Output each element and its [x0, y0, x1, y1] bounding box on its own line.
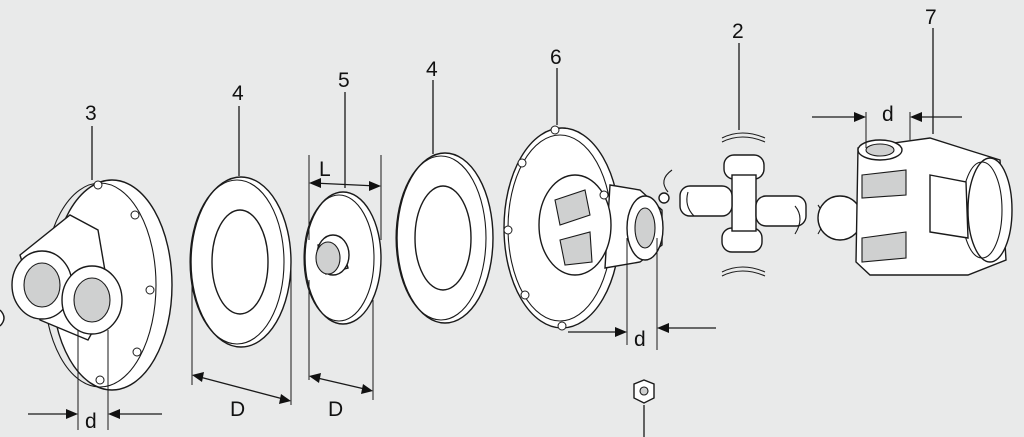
- dim-label-gasket-D: D: [230, 398, 245, 421]
- dim-label-yoke-d: d: [882, 103, 894, 126]
- yoke-d-dimension: d: [812, 103, 962, 148]
- callout-gasket-right: 4: [426, 58, 438, 81]
- dim-label-flange-d: d: [85, 410, 97, 433]
- gasket-left-part: [189, 176, 292, 348]
- callout-spacer: 5: [338, 69, 350, 92]
- spacer-part: [303, 191, 382, 325]
- dim-label-spacer-D: D: [328, 398, 343, 421]
- callout-flange: 3: [85, 102, 97, 125]
- callout-yoke: 7: [925, 6, 937, 29]
- dim-label-spacer-L: L: [319, 158, 331, 181]
- callout-cross-joint: 2: [732, 20, 744, 43]
- callout-gasket-left: 4: [232, 82, 244, 105]
- callout-housing: 6: [550, 46, 562, 69]
- flange-d-dimension: d: [28, 330, 162, 433]
- yoke-part: [855, 137, 1013, 276]
- dim-label-housing-d: d: [634, 328, 646, 351]
- spacer-D-dimension: D: [308, 280, 374, 421]
- housing-part: [503, 125, 664, 331]
- flange-part: [0, 179, 173, 391]
- gasket-D-dimension: D: [191, 262, 292, 421]
- gasket-right-part: [395, 152, 494, 324]
- housing-d-dimension: d: [568, 238, 716, 351]
- edge-fragment: [0, 309, 5, 327]
- nut-part: [633, 379, 655, 437]
- spacer-L-dimension: L: [308, 155, 382, 240]
- cross-joint-part: [658, 132, 863, 277]
